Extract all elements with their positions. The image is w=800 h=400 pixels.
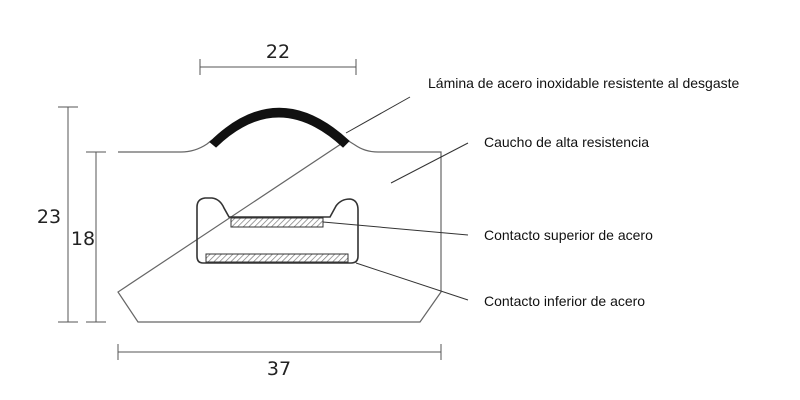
dimension-total-height-value: 23 [37, 206, 61, 228]
leader-upper-contact [322, 221, 469, 236]
dimension-bottom-width: 37 [117, 344, 442, 380]
dimension-top-width: 22 [199, 41, 357, 75]
rubber-body-outline [117, 139, 442, 323]
dimension-total-height: 23 [37, 106, 78, 323]
label-steel-plate: Lámina de acero inoxidable resistente al… [428, 75, 740, 91]
dimension-body-height: 18 [71, 151, 106, 323]
inner-cavity [196, 197, 359, 264]
lower-steel-contact [205, 253, 349, 263]
dimension-body-height-value: 18 [71, 228, 95, 250]
label-upper-contact: Contacto superior de acero [484, 227, 653, 243]
upper-steel-contact [230, 217, 324, 228]
label-lower-contact: Contacto inferior de acero [484, 293, 645, 309]
label-rubber: Caucho de alta resistencia [484, 134, 649, 150]
leader-steel-plate [345, 96, 411, 134]
leader-lower-contact [355, 262, 469, 301]
dimension-bottom-width-value: 37 [267, 358, 291, 380]
dimension-top-width-value: 22 [266, 41, 290, 63]
leader-rubber [390, 142, 469, 184]
steel-wear-plate [209, 107, 350, 148]
